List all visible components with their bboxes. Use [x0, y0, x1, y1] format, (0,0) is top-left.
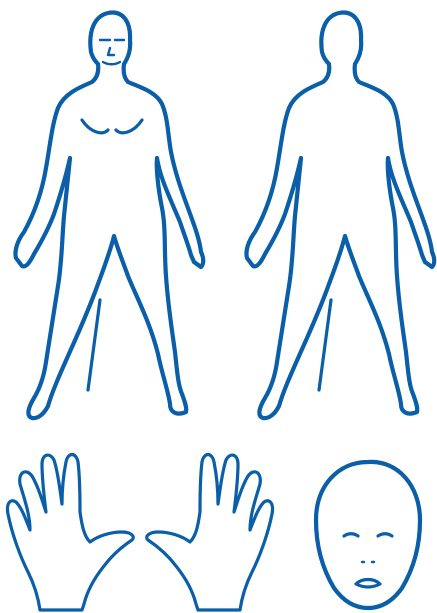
front-inner-leg [88, 300, 100, 390]
face-right-eye [378, 534, 392, 536]
front-body-outline [15, 13, 203, 419]
back-body-contour [246, 13, 434, 419]
face-mouth [356, 580, 380, 588]
front-body-contour [15, 13, 203, 419]
right-hand-contour [147, 455, 273, 611]
back-body-outline [246, 13, 434, 419]
front-pec-left [82, 120, 108, 133]
hands-outline [7, 455, 272, 611]
front-pec-right [116, 120, 142, 133]
back-inner-leg [319, 300, 331, 390]
front-nose [108, 48, 114, 55]
face-outline [316, 462, 420, 608]
left-hand-contour [7, 455, 133, 611]
front-mouth [103, 62, 120, 64]
face-left-eye [344, 534, 358, 536]
